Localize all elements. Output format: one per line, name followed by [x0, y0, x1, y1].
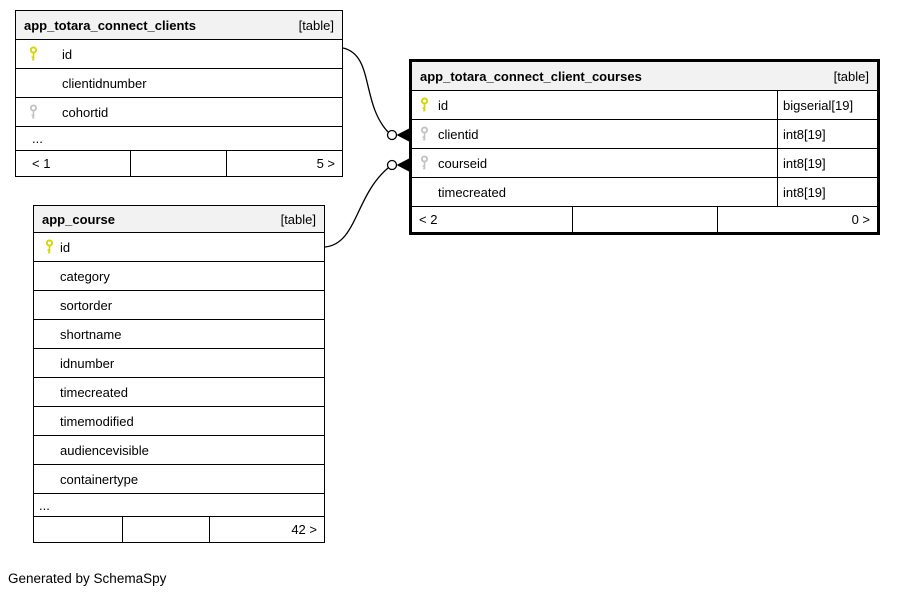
column-name: cohortid [62, 104, 109, 120]
column-row: clientid int8[19] [412, 120, 877, 149]
column-name: sortorder [60, 297, 113, 313]
table-app-totara-connect-clients: app_totara_connect_clients [table] id cl… [15, 10, 343, 177]
table-title[interactable]: app_course [42, 211, 115, 227]
column-row: cohortid [16, 98, 342, 127]
parents-count: < 2 [412, 207, 573, 232]
foreign-key-icon [412, 126, 438, 142]
table-type-badge: [table] [280, 211, 316, 227]
foreign-key-icon [412, 155, 438, 171]
table-header: app_totara_connect_client_courses [table… [412, 62, 877, 91]
degree-row: 42 > [34, 517, 324, 542]
column-row: clientidnumber [16, 69, 342, 98]
primary-key-icon [412, 97, 438, 113]
column-row: id [16, 40, 342, 69]
foreign-key-icon [16, 104, 62, 120]
column-row: timecreated [34, 378, 324, 407]
children-count: 5 > [316, 156, 335, 171]
column-name: timemodified [60, 413, 134, 429]
zero-circle-icon [386, 159, 398, 171]
table-type-badge: [table] [298, 17, 334, 33]
column-type: bigserial[19] [777, 91, 877, 119]
column-name: containertype [60, 471, 139, 487]
column-row: category [34, 262, 324, 291]
crow-arrow-icon [396, 128, 409, 142]
crow-arrow-icon [396, 158, 409, 172]
primary-key-icon [34, 239, 60, 255]
parents-count [34, 517, 123, 542]
column-name: audiencevisible [60, 442, 149, 458]
column-row: audiencevisible [34, 436, 324, 465]
generated-by-note: Generated by SchemaSpy [8, 571, 167, 586]
table-header: app_totara_connect_clients [table] [16, 11, 342, 40]
column-row: id [34, 233, 324, 262]
table-title[interactable]: app_totara_connect_client_courses [420, 68, 642, 84]
degree-row: < 1 5 > [16, 151, 342, 176]
column-name: shortname [60, 326, 122, 342]
table-title[interactable]: app_totara_connect_clients [24, 17, 196, 33]
children-count: 0 > [851, 212, 870, 227]
table-app-totara-connect-client-courses: app_totara_connect_client_courses [table… [409, 59, 880, 235]
table-app-course: app_course [table] id category sortorder… [33, 205, 325, 543]
column-type: int8[19] [777, 178, 877, 206]
edge-clients-id-to-clientid [342, 47, 409, 142]
column-type: int8[19] [777, 149, 877, 177]
degree-spacer [123, 517, 210, 542]
column-name: idnumber [60, 355, 115, 371]
degree-spacer [573, 207, 718, 232]
degree-row: < 2 0 > [412, 207, 877, 232]
column-row: sortorder [34, 291, 324, 320]
column-name: timecreated [438, 184, 506, 200]
column-row: id bigserial[19] [412, 91, 877, 120]
column-name: clientidnumber [62, 75, 147, 91]
column-row: courseid int8[19] [412, 149, 877, 178]
zero-circle-icon [386, 129, 398, 141]
children-count: 42 > [291, 522, 317, 537]
table-type-badge: [table] [833, 68, 869, 84]
parents-count: < 1 [16, 151, 131, 176]
hidden-columns-ellipsis: ... [16, 127, 342, 151]
column-row: shortname [34, 320, 324, 349]
column-name: courseid [438, 155, 488, 171]
column-name: timecreated [60, 384, 128, 400]
column-name: id [438, 97, 449, 113]
column-name: id [62, 46, 73, 62]
column-type: int8[19] [777, 120, 877, 148]
column-name: id [60, 239, 71, 255]
column-row: timecreated int8[19] [412, 178, 877, 207]
column-row: timemodified [34, 407, 324, 436]
column-row: containertype [34, 465, 324, 494]
hidden-columns-ellipsis: ... [34, 494, 324, 517]
table-header: app_course [table] [34, 206, 324, 233]
primary-key-icon [16, 46, 62, 62]
column-name: clientid [438, 126, 479, 142]
column-row: idnumber [34, 349, 324, 378]
column-name: category [60, 268, 110, 284]
degree-spacer [131, 151, 227, 176]
